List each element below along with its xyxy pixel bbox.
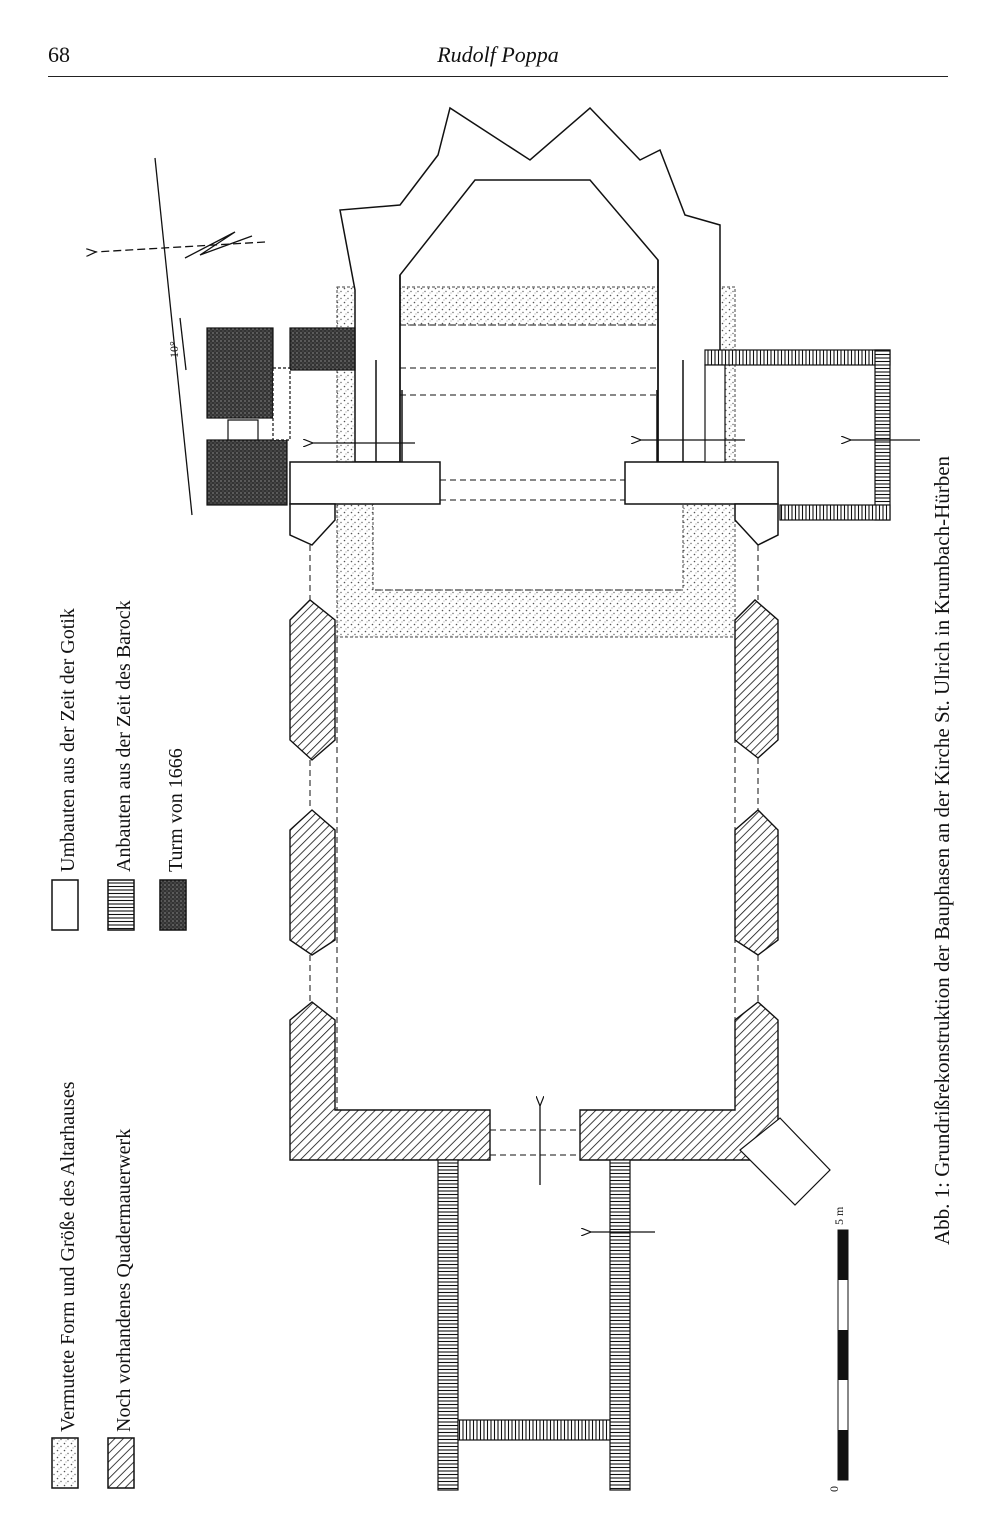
tower-1666 — [206, 327, 356, 506]
legend-swatch-blank — [51, 879, 79, 931]
legend-swatch-dotted — [51, 1437, 79, 1489]
scale-end-label: 5 m — [832, 1206, 846, 1225]
angle-label: 10° — [167, 341, 181, 358]
legend-swatch-diagonal — [107, 1437, 135, 1489]
running-author: Rudolf Poppa — [437, 42, 559, 67]
legend-label-gothic: Umbauten aus der Zeit der Gotik — [57, 608, 79, 872]
existing-ashlar-masonry — [289, 599, 779, 1161]
scale-zero-label: 0 — [827, 1486, 841, 1492]
legend-label-presumed: Vermutete Form und Größe des Altarhauses — [57, 1081, 79, 1432]
page-header: 68 Rudolf Poppa — [48, 36, 948, 77]
entrance-arrows — [312, 440, 920, 1232]
legend-swatch-dark — [159, 879, 187, 931]
legend-label-ashlar: Noch vorhandenes Quadermauerwerk — [113, 1128, 135, 1432]
dashed-openings — [309, 324, 759, 1156]
legend-label-baroque: Anbauten aus der Zeit des Barock — [113, 600, 135, 872]
scale-bar — [837, 1229, 849, 1481]
baroque-sacristy — [704, 349, 891, 521]
baroque-porch — [437, 1117, 831, 1491]
gothic-walls — [289, 360, 779, 546]
north-arrow-icon — [95, 157, 266, 516]
figure-caption: Abb. 1: Grundrißrekonstruktion der Bauph… — [930, 455, 954, 1245]
page-number: 68 — [48, 42, 70, 67]
legend-swatch-vertical-hatch — [107, 879, 135, 931]
legend-label-tower: Turm von 1666 — [165, 748, 187, 872]
